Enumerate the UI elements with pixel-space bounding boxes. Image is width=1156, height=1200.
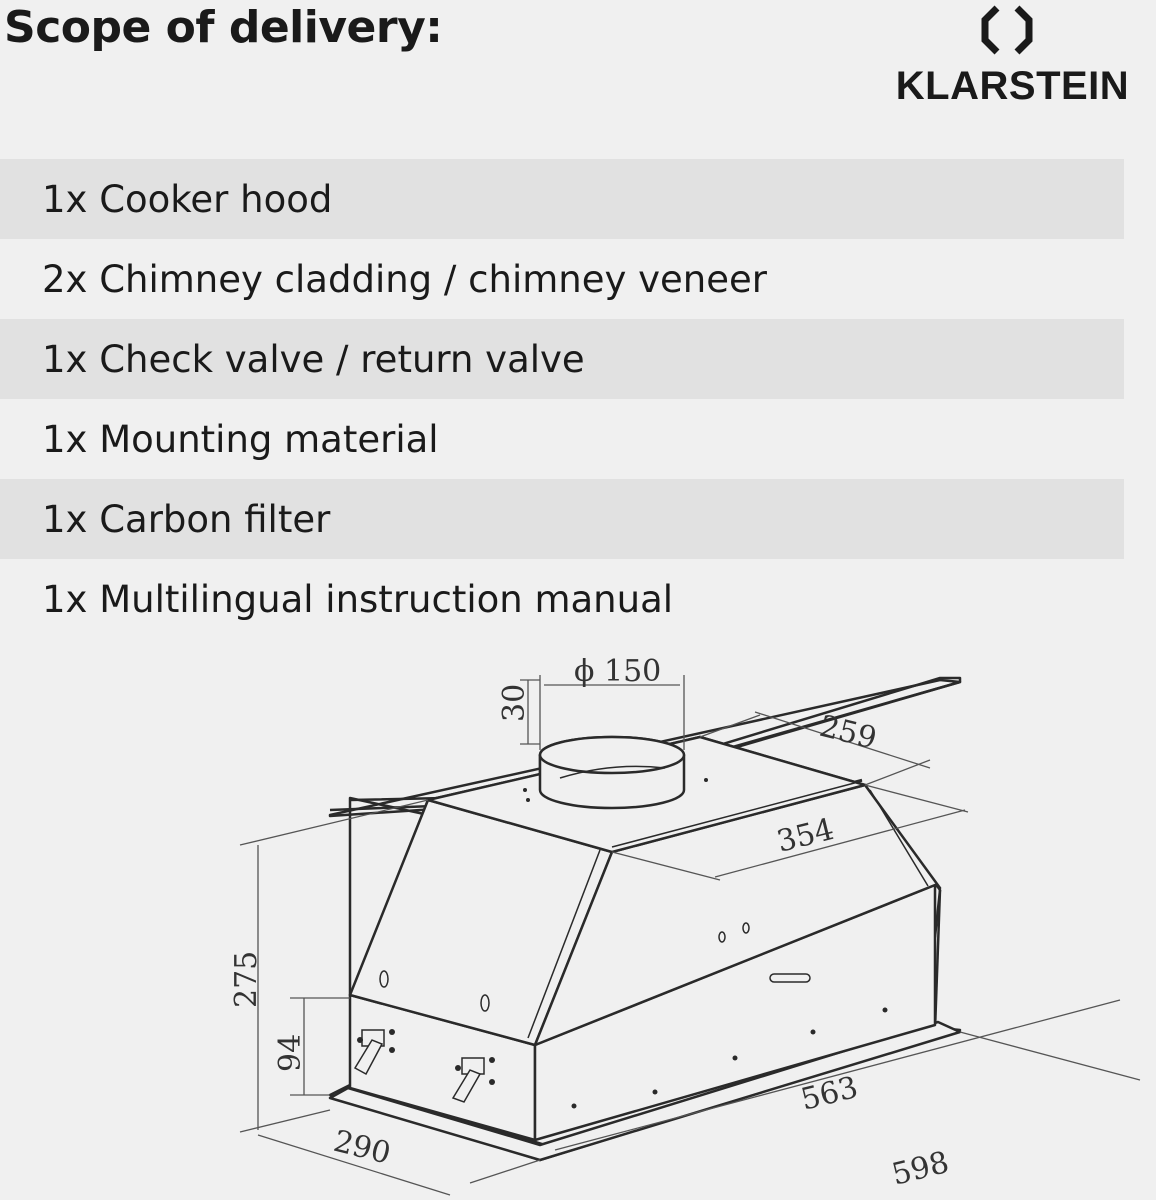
dim-top-depth: 259 <box>816 709 880 757</box>
list-item-label: 2x Chimney cladding / chimney veneer <box>42 257 767 301</box>
dim-depth: 290 <box>330 1124 394 1172</box>
list-item: 1x Carbon filter <box>0 479 1124 559</box>
klarstein-diamond-logo-icon <box>981 5 1033 55</box>
list-item: 1x Cooker hood <box>0 159 1124 239</box>
dim-total-width: 598 <box>888 1145 952 1193</box>
list-item: 2x Chimney cladding / chimney veneer <box>0 239 1124 319</box>
dim-total-height: 275 <box>229 951 264 1008</box>
list-item: 1x Mounting material <box>0 399 1124 479</box>
list-item: 1x Check valve / return valve <box>0 319 1124 399</box>
dim-collar-height: 30 <box>497 684 532 722</box>
delivery-list: 1x Cooker hood 2x Chimney cladding / chi… <box>0 159 1124 639</box>
list-item-label: 1x Carbon filter <box>42 497 331 541</box>
list-item-label: 1x Check valve / return valve <box>42 337 585 381</box>
brand-name: KLARSTEIN <box>895 64 1130 108</box>
cooker-hood-dimension-drawing: ϕ 150 30 259 354 275 94 290 563 598 <box>229 654 1141 1196</box>
page-title: Scope of delivery: <box>4 2 443 53</box>
list-item-label: 1x Multilingual instruction manual <box>42 577 674 621</box>
list-item-label: 1x Cooker hood <box>42 177 333 221</box>
list-item: 1x Multilingual instruction manual <box>0 559 1124 639</box>
brand-logo: KLARSTEIN <box>880 0 1145 110</box>
list-item-label: 1x Mounting material <box>42 417 439 461</box>
dim-duct-diameter: ϕ 150 <box>574 654 661 689</box>
dim-front-height: 94 <box>273 1034 308 1072</box>
